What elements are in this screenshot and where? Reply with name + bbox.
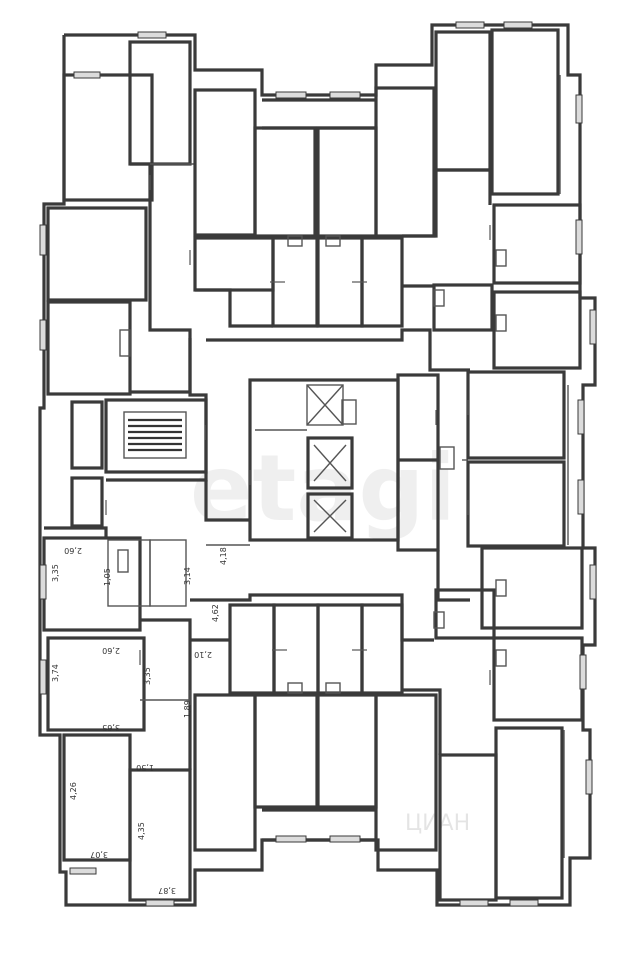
room-dimension: 3,07 bbox=[90, 850, 108, 859]
room-dimension: 3,35 bbox=[51, 564, 60, 582]
building-core bbox=[248, 373, 440, 552]
room-rm-1 bbox=[466, 370, 566, 460]
room-rm-3 bbox=[480, 546, 584, 630]
outer-walls bbox=[38, 23, 597, 907]
room-rm-2 bbox=[466, 460, 566, 548]
room-dimension: 4,35 bbox=[137, 822, 146, 840]
apartment-bottom-right bbox=[402, 636, 584, 902]
room-br-1 bbox=[492, 636, 584, 722]
room-dimension: 3,87 bbox=[158, 886, 176, 895]
room-dimension: 3,14 bbox=[183, 567, 192, 585]
room-bc-6 bbox=[272, 603, 320, 695]
staircase-left bbox=[70, 398, 208, 528]
room-bc-7 bbox=[316, 603, 364, 695]
apartment-top-right bbox=[402, 28, 582, 370]
room-bl-1 bbox=[42, 536, 142, 632]
room-bc-2 bbox=[253, 693, 319, 809]
room-br-3 bbox=[494, 726, 564, 900]
room-dimension: 1,89 bbox=[183, 700, 192, 718]
room-bc-3 bbox=[316, 693, 378, 809]
room-dimension: 4,18 bbox=[219, 547, 228, 565]
room-tl-2 bbox=[128, 40, 192, 166]
room-tr-5 bbox=[432, 283, 494, 332]
room-tr-2 bbox=[490, 28, 560, 196]
elevator-2 bbox=[306, 492, 354, 540]
room-tc-2 bbox=[253, 126, 317, 238]
elevator-1 bbox=[306, 436, 354, 490]
apartment-bottom-center bbox=[190, 603, 438, 852]
room-tc-3 bbox=[316, 126, 378, 238]
room-dimension: 2,60 bbox=[64, 546, 82, 555]
room-tc-1 bbox=[193, 88, 257, 237]
door-marks bbox=[105, 175, 507, 705]
room-rm-4 bbox=[434, 588, 496, 640]
room-tc-4 bbox=[374, 86, 436, 238]
core-right-shaft bbox=[396, 373, 440, 552]
room-bc-5 bbox=[228, 603, 276, 695]
room-bc-8 bbox=[360, 603, 404, 695]
room-tl-1 bbox=[62, 73, 154, 202]
room-tr-1 bbox=[434, 30, 492, 172]
room-tr-4 bbox=[492, 290, 582, 370]
apartment-bottom-left bbox=[42, 536, 192, 902]
room-dimension: 1,50 bbox=[136, 763, 154, 772]
room-dimension: 1,05 bbox=[103, 568, 112, 586]
corridor-walls bbox=[44, 328, 470, 642]
room-tr-3 bbox=[492, 203, 582, 285]
room-dimension: 4,62 bbox=[211, 604, 220, 622]
room-tc-5 bbox=[193, 236, 275, 292]
room-dimension: 3,65 bbox=[102, 723, 120, 732]
room-dimension: 2,60 bbox=[102, 646, 120, 655]
room-tl-3 bbox=[46, 206, 148, 302]
room-bc-4 bbox=[374, 693, 438, 852]
room-dimension: 3,35 bbox=[143, 667, 152, 685]
apartment-top-left bbox=[46, 40, 195, 396]
room-dimension: 4,26 bbox=[69, 782, 78, 800]
dimension-labels: 3,35 2,60 1,05 2,60 3,74 4,62 4,18 3,35 … bbox=[51, 546, 228, 895]
room-dimension: 2,10 bbox=[194, 650, 212, 659]
windows bbox=[39, 21, 597, 907]
room-tl-4 bbox=[46, 300, 132, 396]
room-tc-8 bbox=[360, 236, 404, 328]
room-bc-1 bbox=[193, 693, 257, 852]
room-dimension: 3,74 bbox=[51, 664, 60, 682]
service-shaft bbox=[306, 384, 344, 426]
apartment-top-center bbox=[193, 86, 436, 328]
room-bl-2 bbox=[46, 636, 146, 732]
apartment-right-middle bbox=[434, 370, 584, 640]
